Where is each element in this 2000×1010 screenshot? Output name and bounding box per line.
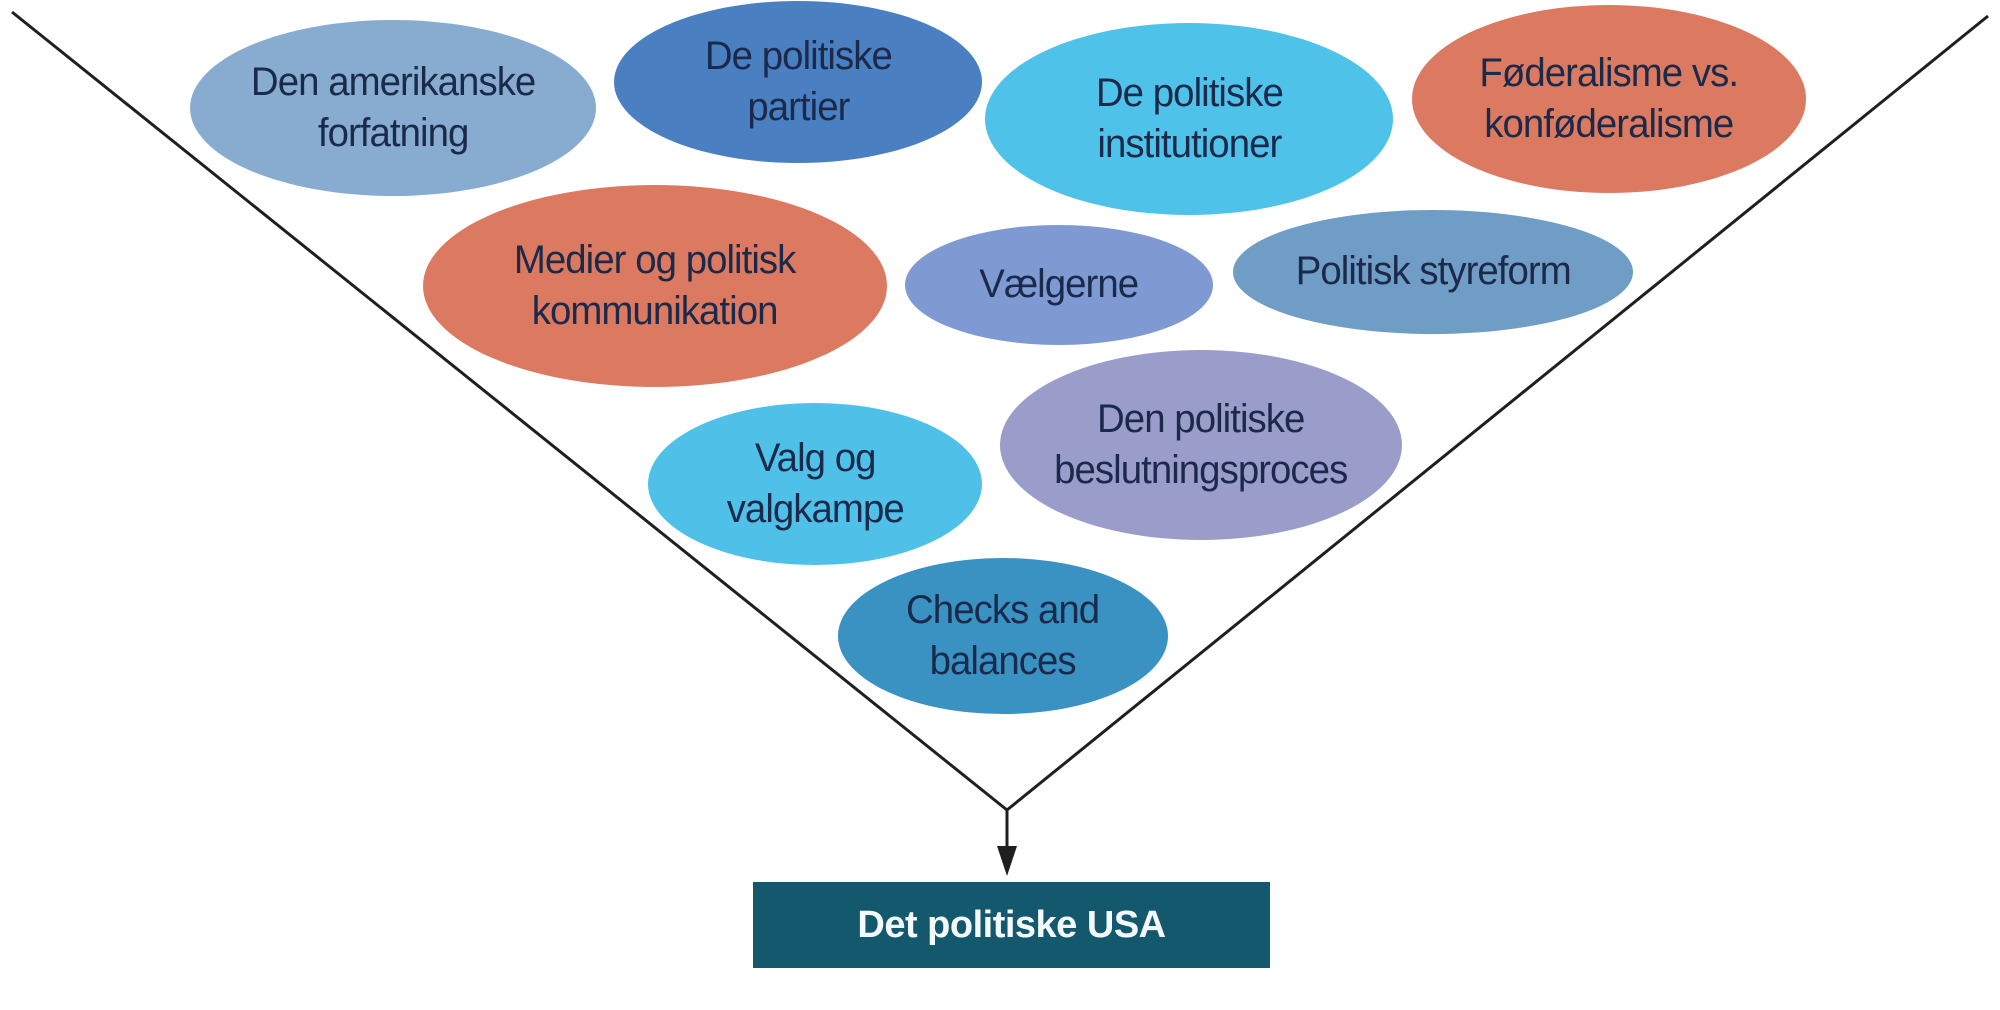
topic-label: De politiske partier	[704, 33, 893, 129]
funnel-right-line	[1006, 14, 1989, 812]
topic-ellipse-de-politiske-partier: De politiske partier	[614, 1, 982, 163]
result-box: Det politiske USA	[753, 882, 1270, 968]
topic-label: Vælgerne	[979, 262, 1140, 307]
arrow-head-icon	[997, 846, 1017, 876]
topic-label: Medier og politisk kommunikation	[514, 237, 796, 333]
topic-ellipse-checks-and-balances: Checks and balances	[838, 558, 1168, 714]
topic-label: Valg og valgkampe	[726, 435, 904, 531]
topic-ellipse-den-politiske-beslutningsproces: Den politiske beslutningsproces	[1000, 350, 1402, 540]
topic-label: Den amerikanske forfatning	[250, 59, 536, 155]
topic-ellipse-politisk-styreform: Politisk styreform	[1233, 210, 1633, 334]
topic-ellipse-medier-og-politisk-kommunikation: Medier og politisk kommunikation	[423, 185, 887, 387]
funnel-left-line	[11, 10, 1008, 812]
result-box-label: Det politiske USA	[857, 903, 1166, 946]
topic-ellipse-valg-og-valgkampe: Valg og valgkampe	[648, 403, 982, 565]
topic-ellipse-de-politiske-institutioner: De politiske institutioner	[985, 23, 1393, 215]
topic-label: Den politiske beslutningsproces	[1054, 396, 1348, 492]
topic-ellipse-vaelgerne: Vælgerne	[905, 225, 1213, 345]
topic-ellipse-foederalisme-vs-konfoederalisme: Føderalisme vs. konføderalisme	[1412, 5, 1806, 193]
topic-label: Checks and balances	[906, 587, 1100, 683]
topic-label: Føderalisme vs. konføderalisme	[1479, 50, 1740, 146]
topic-label: De politiske institutioner	[1095, 70, 1284, 166]
topic-label: Politisk styreform	[1295, 249, 1571, 294]
topic-ellipse-den-amerikanske-forfatning: Den amerikanske forfatning	[190, 20, 596, 196]
